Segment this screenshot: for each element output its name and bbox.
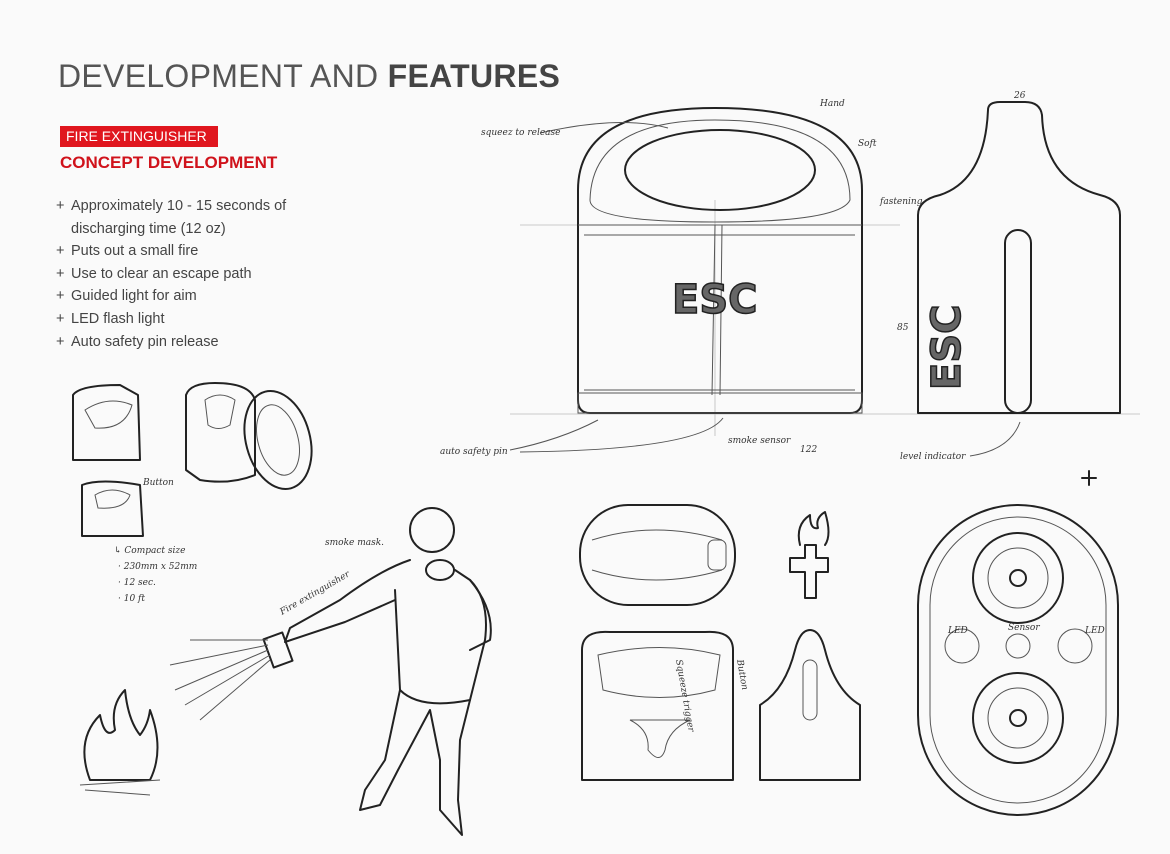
dimension-height: 85 (897, 323, 909, 333)
annotation-hand: Hand (819, 99, 845, 109)
annotation-led-right: LED (1084, 626, 1105, 636)
feature-item: + LED flash light (56, 308, 316, 331)
plus-icon: + (56, 288, 65, 305)
annotation-fire-extinguisher: Fire extinguisher (278, 569, 353, 618)
annotation-safety-pin: auto safety pin (440, 447, 508, 457)
feature-text: Auto safety pin release (71, 333, 219, 350)
annotation-fastening: fastening (879, 197, 923, 207)
feature-text: LED flash light (71, 310, 165, 327)
top-view-sketch (579, 504, 736, 606)
crosshair-icon (1081, 470, 1097, 486)
annotation-compact-0: ↳ Compact size (114, 546, 185, 556)
flame-cross-icon (789, 511, 830, 599)
annotation-compact-2: · 12 sec. (118, 578, 156, 588)
feature-item: + Auto safety pin release (56, 331, 316, 354)
dimension-width: 122 (800, 445, 817, 455)
annotation-smoke-sensor: smoke sensor (728, 436, 791, 446)
annotation-led-left: LED (947, 626, 968, 636)
title-bold: FEATURES (387, 58, 561, 94)
annotation-squeeze: squeez to release (481, 128, 560, 138)
plus-icon: + (56, 198, 65, 214)
side-handle-sketch (759, 629, 861, 781)
feature-list: + Approximately 10 - 15 seconds of discha… (56, 195, 316, 353)
feature-item: + Approximately 10 - 15 seconds of discha… (56, 195, 316, 240)
plus-icon: + (56, 333, 65, 350)
annotation-sensor: Sensor (1008, 623, 1040, 633)
dimension-top: 26 (1013, 91, 1026, 101)
annotation-squeeze-trigger: Squeeze trigger (673, 659, 696, 734)
annotation-compact-1: · 230mm x 52mm (118, 562, 197, 572)
side-view-sketch: ESC fastening 26 level indicator (879, 91, 1121, 486)
fire-sketch (79, 689, 161, 796)
feature-text: Use to clear an escape path (71, 265, 252, 282)
feature-text: Guided light for aim (71, 288, 197, 305)
esc-logo-vertical: ESC (924, 305, 970, 391)
feature-item: + Puts out a small fire (56, 240, 316, 263)
front-trigger-sketch: Squeeze trigger Button (581, 630, 749, 781)
early-concept-sketches: Button ↳ Compact size · 230mm x 52mm · 1… (72, 382, 313, 604)
annotation-button: Button (142, 478, 174, 488)
person-using-extinguisher-sketch: smoke mask. Fire extinguisher (169, 507, 492, 836)
annotation-compact-3: · 10 ft (118, 594, 145, 604)
section-subtitle: CONCEPT DEVELOPMENT (60, 153, 278, 172)
plus-icon: + (56, 243, 65, 260)
annotation-level-indicator: level indicator (900, 452, 966, 462)
feature-text: Approximately 10 - 15 seconds of dischar… (71, 198, 287, 237)
bottom-view-sketch: LED LED Sensor (917, 504, 1119, 816)
plus-icon: + (56, 310, 65, 327)
feature-item: + Guided light for aim (56, 285, 316, 308)
plus-icon: + (56, 265, 65, 282)
feature-text: Puts out a small fire (71, 243, 199, 260)
section-tag: FIRE EXTINGUISHER (60, 126, 218, 147)
feature-item: + Use to clear an escape path (56, 263, 316, 286)
page-title: DEVELOPMENT AND FEATURES (58, 58, 560, 95)
esc-logo: ESC (672, 277, 758, 323)
front-view-sketch: ESC squeez to release Hand Soft auto saf… (440, 99, 1140, 457)
annotation-smoke-mask: smoke mask. (325, 538, 384, 548)
annotation-soft: Soft (858, 139, 877, 149)
annotation-button-2: Button (734, 658, 749, 691)
title-light: DEVELOPMENT AND (58, 58, 388, 94)
